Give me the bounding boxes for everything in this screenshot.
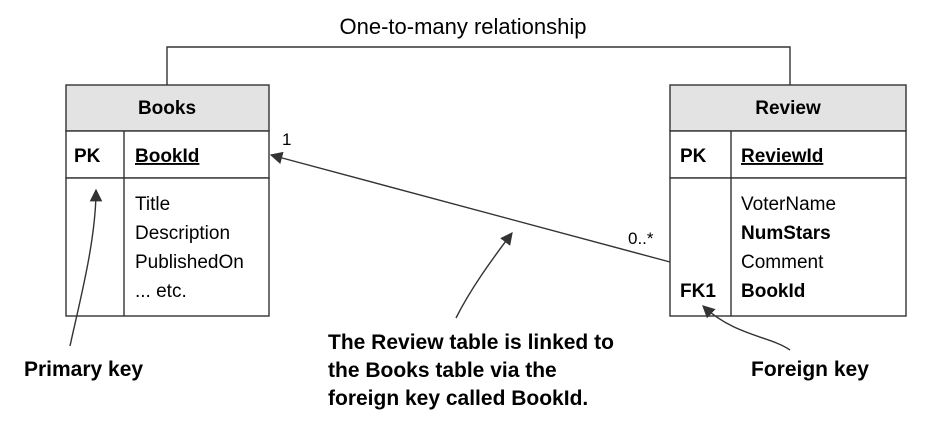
review-pk-row (669, 130, 907, 179)
books-table-title: Books (138, 98, 196, 119)
books-field: ... etc. (135, 281, 187, 302)
review-field: VoterName (741, 194, 836, 215)
review-fk-field: BookId (741, 281, 805, 302)
relationship-bracket (166, 46, 791, 85)
books-header-bg (65, 84, 270, 132)
review-table-title: Review (755, 98, 821, 119)
books-pk-row (65, 130, 270, 179)
relationship-connector (269, 151, 671, 263)
relationship-title: One-to-many relationship (339, 14, 586, 39)
books-field: PublishedOn (135, 252, 244, 273)
link-note-line: The Review table is linked to (328, 331, 614, 354)
link-note: The Review table is linked to the Books … (328, 331, 614, 410)
books-pk-field: BookId (135, 146, 199, 167)
review-header-bg (669, 84, 907, 132)
link-note-line: foreign key called BookId. (328, 387, 588, 410)
foreign-key-annotation: Foreign key (751, 358, 869, 381)
link-note-line: the Books table via the (328, 359, 557, 382)
review-fields-row (669, 177, 907, 317)
multiplicity-many: 0..* (628, 229, 654, 248)
primary-key-pointer (69, 188, 103, 347)
review-table: Review PK ReviewId VoterName NumStars Co… (669, 84, 907, 317)
books-field: Description (135, 223, 230, 244)
foreign-key-pointer (702, 305, 791, 351)
link-note-pointer (455, 231, 513, 319)
review-field: Comment (741, 252, 824, 273)
books-field: Title (135, 194, 170, 215)
books-pk-label: PK (74, 146, 101, 167)
review-fk-label: FK1 (680, 281, 716, 302)
books-table: Books PK BookId Title Description Publis… (65, 84, 270, 317)
multiplicity-one: 1 (282, 130, 291, 149)
review-pk-field: ReviewId (741, 146, 823, 167)
review-field: NumStars (741, 223, 831, 244)
review-pk-label: PK (680, 146, 707, 167)
primary-key-annotation: Primary key (24, 358, 143, 381)
